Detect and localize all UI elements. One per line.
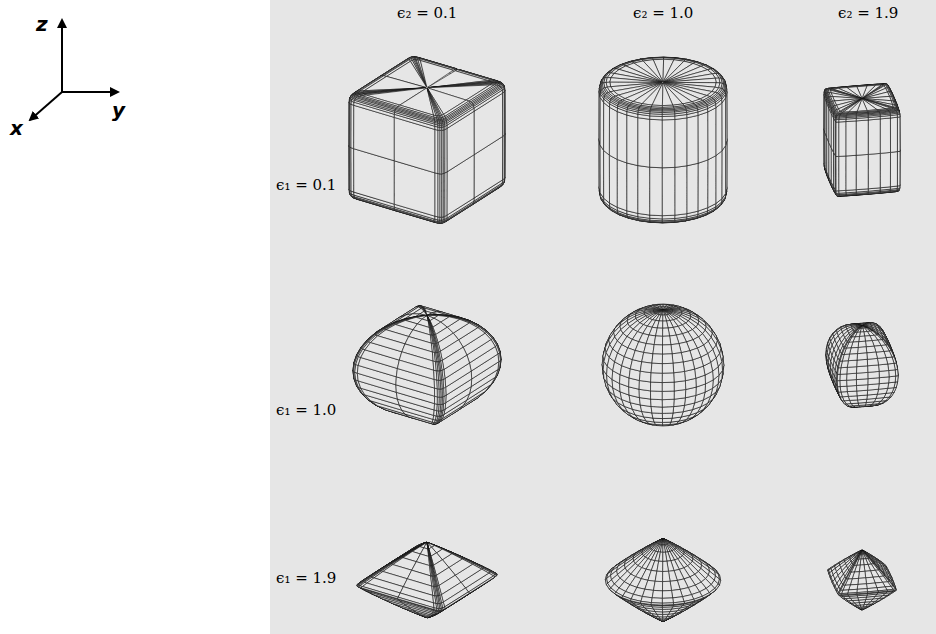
superquadric-grid xyxy=(349,57,900,622)
axis-label: z xyxy=(36,12,48,36)
superquadric-shape xyxy=(602,304,724,426)
row-header: ϵ₁ = 1.0 xyxy=(276,401,336,419)
superquadric-shape xyxy=(605,539,720,622)
column-header: ϵ₂ = 0.1 xyxy=(397,4,457,22)
column-header: ϵ₂ = 1.9 xyxy=(838,4,898,22)
row-header: ϵ₁ = 0.1 xyxy=(276,176,336,194)
superquadric-shape xyxy=(349,57,505,224)
row-header: ϵ₁ = 1.9 xyxy=(276,569,336,587)
axis-label: y xyxy=(112,98,125,122)
axis-label: x xyxy=(10,116,23,140)
superquadric-shape xyxy=(826,323,898,408)
superquadric-shape xyxy=(599,57,727,223)
superquadric-shape xyxy=(357,542,497,617)
superquadric-shape xyxy=(828,550,896,610)
superquadric-shape xyxy=(353,306,501,424)
column-header: ϵ₂ = 1.0 xyxy=(633,4,693,22)
superquadric-shape xyxy=(824,84,900,196)
